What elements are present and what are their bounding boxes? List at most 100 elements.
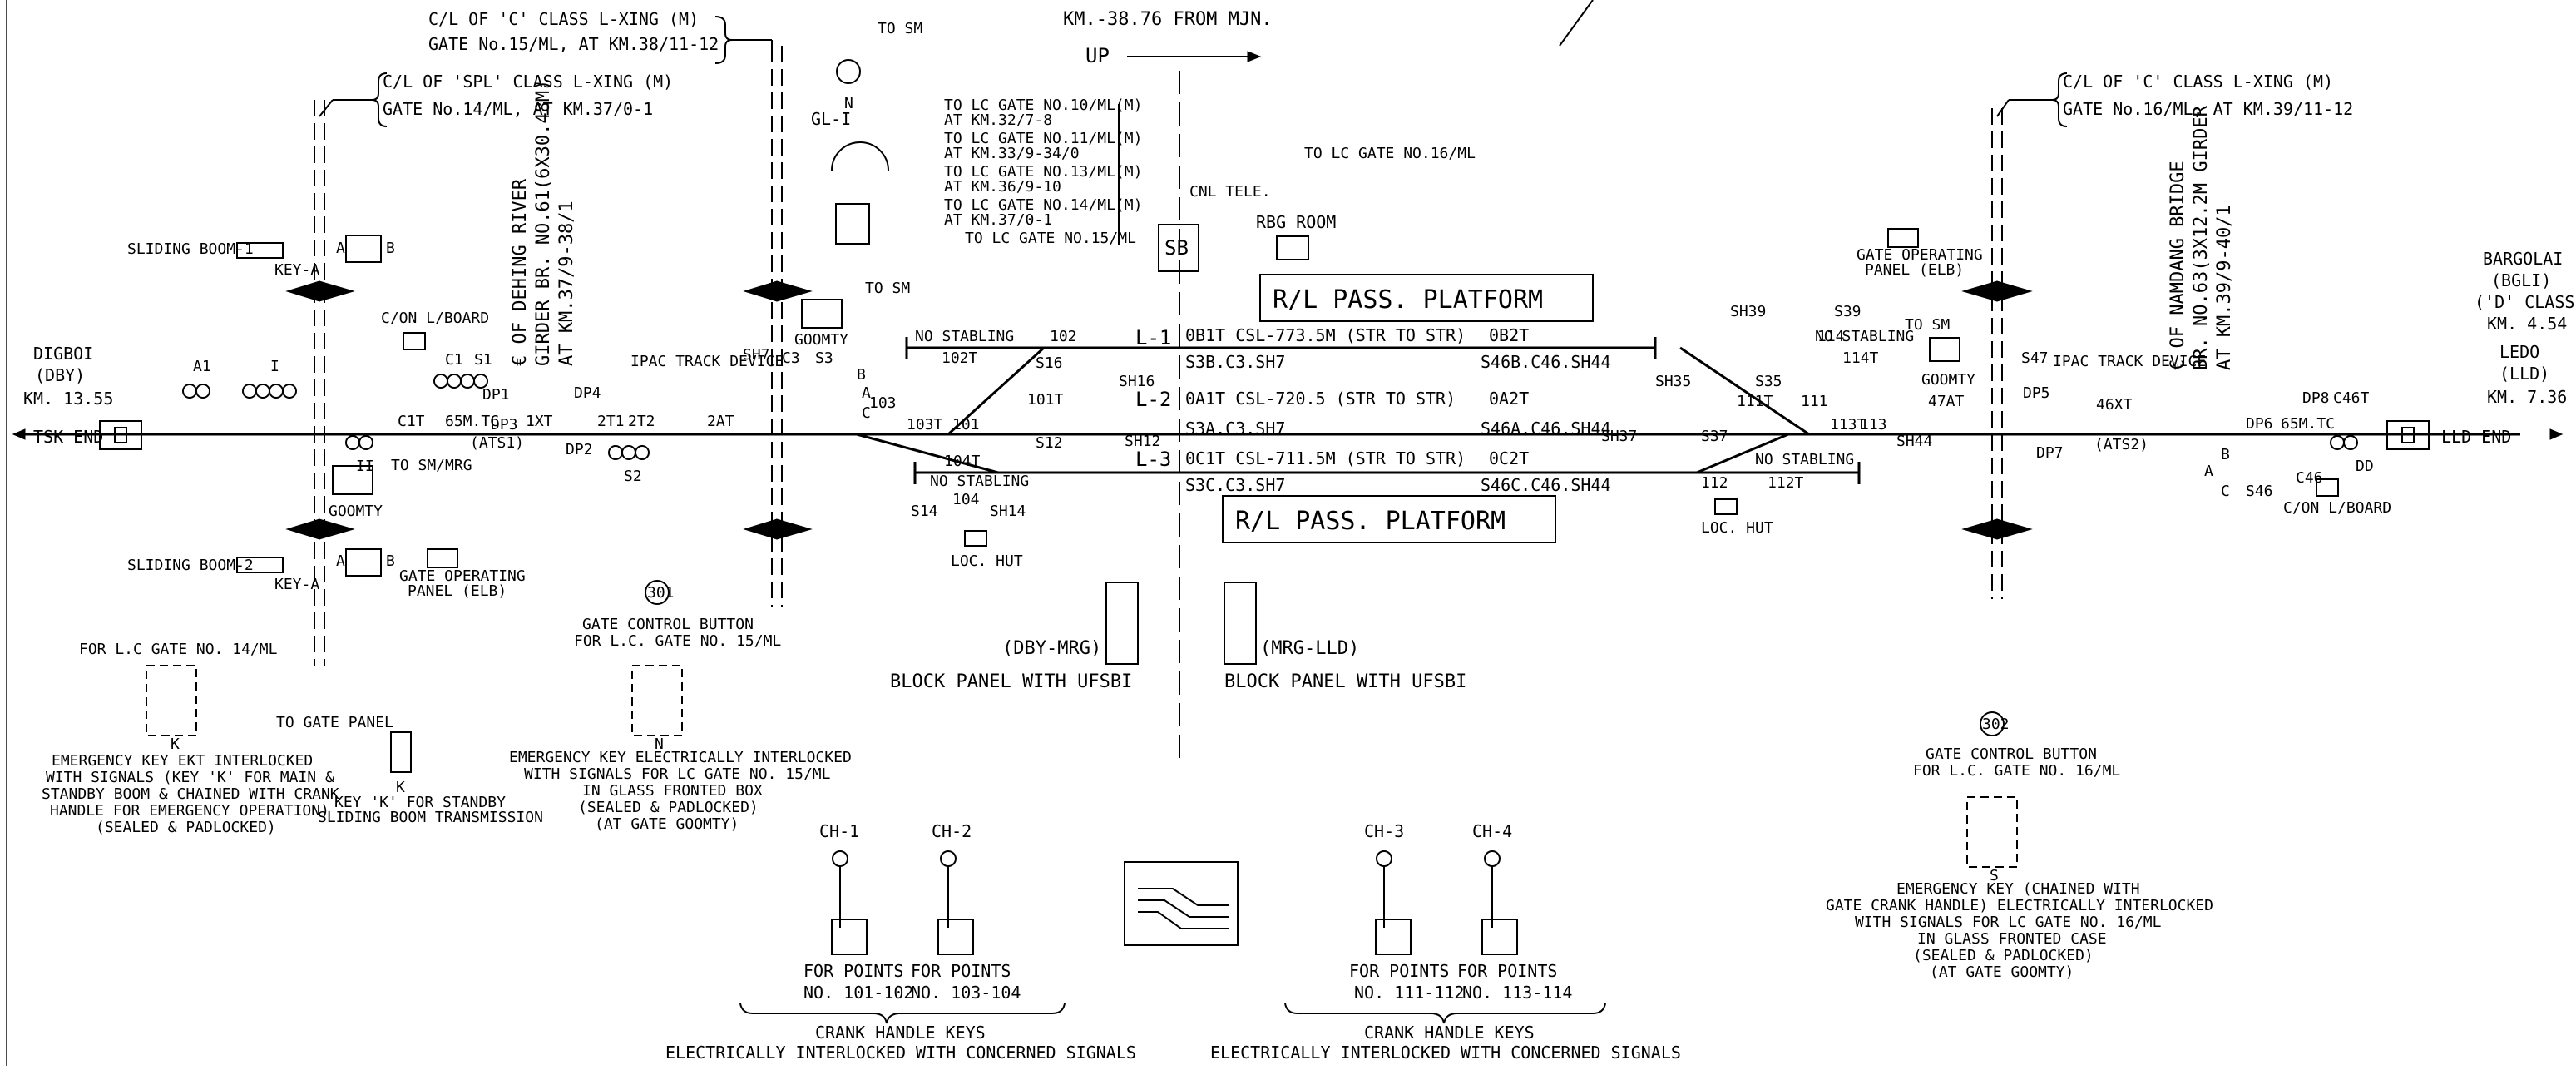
lc15-title-2: GATE No.15/ML, AT KM.38/11-12 — [428, 34, 719, 54]
label-103: 103 — [869, 394, 897, 412]
ipac-left: IPAC TRACK DEVICE — [630, 353, 784, 370]
lc16-key-s: S — [1990, 867, 1999, 884]
platform-bottom-label: R/L PASS. PLATFORM — [1235, 507, 1506, 536]
lc16-note-1: GATE CONTROL BUTTON — [1926, 746, 2097, 763]
signal-s2-lamp1 — [608, 445, 623, 460]
station-board-right-inner — [2401, 427, 2415, 443]
label-65mtc-right: 65M.TC — [2281, 415, 2335, 433]
lc-list-7: TO LC GATE NO.14/ML(M) — [944, 196, 1142, 214]
gate14-boom-up — [285, 280, 320, 302]
gate14-a-bottom: A — [336, 552, 345, 570]
label-dp1: DP1 — [482, 386, 510, 404]
gate14-boom-down — [285, 518, 320, 540]
signal-s2-lamp3 — [635, 445, 650, 460]
label-dd: DD — [2356, 458, 2374, 475]
sliding-boom-2 — [236, 557, 284, 573]
station-right2-name: LEDO — [2499, 342, 2539, 362]
rbg-room-label: RBG ROOM — [1256, 212, 1336, 232]
lc14-desc-5: (SEALED & PADLOCKED) — [96, 819, 276, 836]
platform-bottom — [1222, 495, 1556, 543]
ch3-box — [1375, 919, 1412, 955]
signal-i-lamp1 — [242, 384, 257, 399]
label-c46: C46 — [2296, 469, 2323, 487]
gate-panel-left-1: GATE OPERATING — [399, 567, 526, 585]
label-111t: 111T — [1737, 393, 1773, 410]
crossover-103 — [856, 433, 999, 474]
lc14-title-1: C/L OF 'SPL' CLASS L-XING (M) — [383, 72, 673, 92]
label-n-top: N — [844, 95, 853, 112]
circle-301 — [645, 580, 670, 605]
cnl-tele-label: CNL TELE. — [1189, 183, 1271, 201]
label-s37: S37 — [1701, 428, 1728, 445]
line-l2-sig-left: S3A.C3.SH7 — [1185, 419, 1285, 438]
lc-list-1: TO LC GATE NO.10/ML(M) — [944, 97, 1142, 114]
lc15-desc-2: WITH SIGNALS FOR LC GATE NO. 15/ML — [524, 765, 831, 783]
label-dp6: DP6 — [2246, 415, 2273, 433]
key-a-top: KEY-A — [274, 261, 319, 279]
ch4-box — [1481, 919, 1518, 955]
ch3-label: CH-3 — [1364, 821, 1404, 841]
no-stabling-3: NO STABLING — [1815, 328, 1914, 345]
sliding-boom-2-label: SLIDING BOOM-2 — [127, 557, 254, 574]
ch1-points: NO. 101-102 — [803, 983, 913, 1003]
line-l3-label: L-3 — [1135, 448, 1171, 471]
lc16-desc-2: GATE CRANK HANDLE) ELECTRICALLY INTERLOC… — [1826, 897, 2213, 914]
lc16-desc-1: EMERGENCY KEY (CHAINED WITH — [1896, 880, 2140, 898]
gate14-a-top: A — [336, 240, 345, 257]
station-right2-km: KM. 7.36 — [2487, 387, 2567, 407]
to-gate16-label: TO LC GATE NO.16/ML — [1304, 145, 1476, 162]
ch4-label: CH-4 — [1472, 821, 1512, 841]
crossover-112 — [1696, 433, 1789, 474]
lc16-desc-3: WITH SIGNALS FOR LC GATE NO. 16/ML — [1855, 914, 2162, 931]
dehing-bridge-1: € OF DEHING RIVER — [510, 178, 531, 366]
signal-dd-lamp2 — [2343, 435, 2358, 450]
block-panel-left-label: BLOCK PANEL WITH UFSBI — [890, 671, 1132, 692]
label-s47: S47 — [2021, 349, 2049, 367]
signal-s1-lamp2 — [447, 374, 462, 389]
lc-list-6: AT KM.36/9-10 — [944, 178, 1061, 196]
block-panel-right-label: BLOCK PANEL WITH UFSBI — [1224, 671, 1466, 692]
block-panel-left-dir: (DBY-MRG) — [1002, 638, 1101, 659]
con-lboard-left: C/ON L/BOARD — [381, 310, 489, 327]
to-sm-centre: TO SM — [865, 280, 910, 297]
label-c3: C3 — [782, 349, 800, 367]
crossover-symbol-line-3 — [1138, 911, 1229, 929]
station-building-label: SB — [1164, 236, 1189, 260]
signal-i-lamp3 — [269, 384, 284, 399]
lc15-desc-5: (AT GATE GOOMTY) — [595, 815, 739, 833]
km-from-label: KM.-38.76 FROM MJN. — [1063, 9, 1273, 30]
line-l3-sig-left: S3C.C3.SH7 — [1185, 475, 1285, 495]
lc14-title-2: GATE No.14/ML, AT KM.37/0-1 — [383, 99, 653, 119]
station-right-code: (BGLI) — [2491, 270, 2551, 290]
lc15-desc-4: (SEALED & PADLOCKED) — [578, 799, 759, 816]
key-k-label: K — [396, 779, 405, 796]
gate14-b-bottom: B — [386, 552, 395, 570]
con-lboard-right: C/ON L/BOARD — [2283, 499, 2391, 517]
line-l1-sig-left: S3B.C3.SH7 — [1185, 352, 1285, 372]
line-l3-right: 0C2T — [1489, 448, 1529, 468]
right-end-arrow — [2549, 428, 2564, 440]
gate14-boom-down-r — [319, 518, 355, 540]
lc14-note-title: FOR L.C GATE NO. 14/ML — [79, 641, 278, 658]
label-c46t: C46T — [2333, 389, 2370, 407]
ch2-points: NO. 103-104 — [911, 983, 1021, 1003]
signal-s1-lamp1 — [433, 374, 448, 389]
ch1-for-points: FOR POINTS — [803, 961, 903, 981]
label-113t: 113T — [1830, 416, 1866, 433]
crank-right-note: ELECTRICALLY INTERLOCKED WITH CONCERNED … — [1210, 1043, 1681, 1063]
station-right-name: BARGOLAI — [2483, 249, 2563, 269]
gate15-boom-up-r — [776, 280, 813, 302]
label-103t: 103T — [907, 416, 943, 433]
goomty-right-label: GOOMTY — [1921, 371, 1975, 389]
label-111: 111 — [1801, 393, 1828, 410]
label-113: 113 — [1860, 416, 1887, 433]
lc16-desc-5: (SEALED & PADLOCKED) — [1913, 947, 2094, 964]
to-gate-panel: TO GATE PANEL — [276, 714, 393, 731]
goomty-centre — [801, 299, 843, 329]
gate-panel-right-1: GATE OPERATING — [1857, 246, 1983, 264]
label-a1: A1 — [193, 358, 211, 375]
to-sm-top: TO SM — [878, 20, 922, 37]
signal-s1-lamp3 — [460, 374, 475, 389]
